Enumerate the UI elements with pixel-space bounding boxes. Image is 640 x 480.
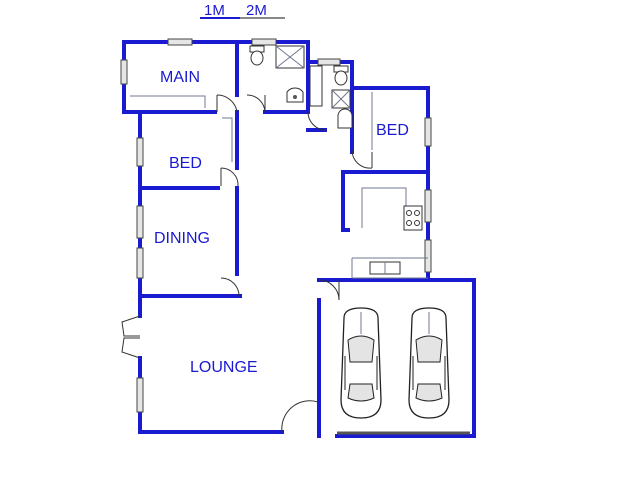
car-left (340, 307, 382, 419)
room-label-bed-right: BED (376, 122, 409, 139)
fixtures (130, 45, 470, 435)
room-label-dining: DINING (154, 230, 210, 247)
doors (121, 94, 373, 433)
room-labels: MAIN BED BED DINING LOUNGE (154, 69, 409, 376)
windows (120, 38, 432, 413)
room-label-bed-left: BED (169, 155, 202, 172)
garage-cars (340, 307, 450, 419)
room-label-lounge: LOUNGE (190, 359, 258, 376)
room-label-main: MAIN (160, 69, 200, 86)
car-right (408, 307, 450, 419)
scale-label-2m: 2M (246, 2, 267, 19)
scale-label-1m: 1M (204, 2, 225, 19)
scale-bar: 1M 2M (200, 2, 285, 19)
